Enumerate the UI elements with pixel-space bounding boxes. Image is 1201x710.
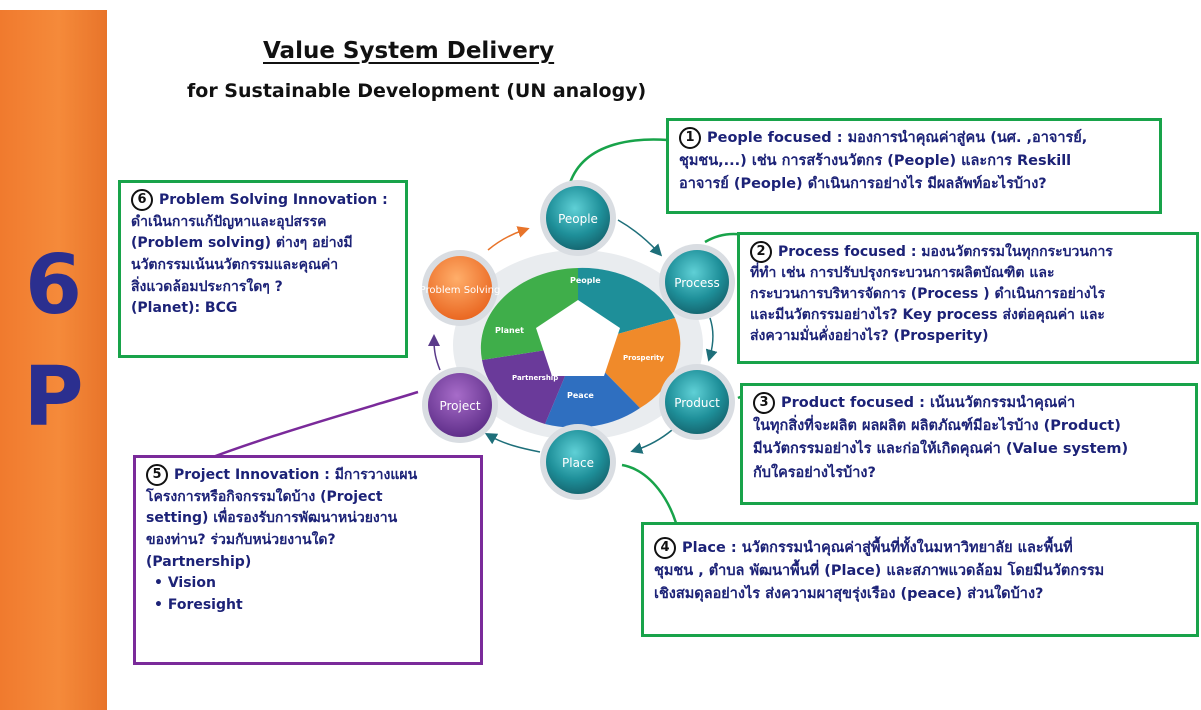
number-badge: 2 <box>750 241 772 263</box>
connector-people <box>568 138 669 184</box>
sidebar-band: 6 P <box>0 10 107 710</box>
cycle-arrow <box>487 226 530 251</box>
node-people: People <box>540 180 616 256</box>
box-line: กระบวนการบริหารจัดการ (Process ) ดำเนินก… <box>750 286 1106 302</box>
box-line: ดำเนินการแก้ปัญหาและอุปสรรค <box>131 213 327 230</box>
box-line: ของท่าน? ร่วมกับหน่วยงานใด? <box>146 532 336 549</box>
box-line: setting) เพื่อรองรับการพัฒนาหน่วยงาน <box>146 510 398 527</box>
box-line: โครงการหรือกิจกรรมใดบ้าง (Project <box>146 488 383 505</box>
box-line: Process focused : มองนวัตกรรมในทุกกระบวน… <box>778 244 1113 260</box>
number-badge: 5 <box>146 464 168 486</box>
center-label-peace: Peace <box>567 391 594 400</box>
box-line: นวัตกรรมเน้นนวัตกรรมและคุณค่า <box>131 257 339 274</box>
number-badge: 4 <box>654 537 676 559</box>
box-process: 2 Process focused : มองนวัตกรรมในทุกกระบว… <box>737 232 1199 364</box>
box-line: ส่งความมั่นคั่งอย่างไร? (Prosperity) <box>750 328 989 344</box>
cycle-arrow <box>630 429 673 454</box>
box-line: ชุมชน,...) เช่น การสร้างนวัตกร (People) … <box>679 153 1072 170</box>
svg-text:Place: Place <box>562 456 594 470</box>
page-subtitle: for Sustainable Development (UN analogy) <box>187 80 647 102</box>
number-badge: 6 <box>131 189 153 211</box>
box-line: Project Innovation : มีการวางแผน <box>174 467 418 483</box>
svg-text:Process: Process <box>674 276 720 290</box>
sidebar-number: 6 <box>24 238 83 333</box>
number-badge: 1 <box>679 127 701 149</box>
cycle-arrow <box>617 219 663 257</box>
number-badge: 3 <box>753 392 775 414</box>
svg-text:Project: Project <box>439 399 480 413</box>
center-label-people: People <box>570 276 601 285</box>
node-product: Product <box>659 364 735 440</box>
svg-text:Product: Product <box>674 396 720 410</box>
center-label-prosperity: Prosperity <box>623 354 665 362</box>
box-line: ที่ทำ เช่น การปรับปรุงกระบวนการผลิตบัณฑิ… <box>750 265 1055 281</box>
svg-text:People: People <box>558 212 598 226</box>
box-line: Place : นวัตกรรมนำคุณค่าสู่พื้นที่ทั้งใน… <box>682 540 1073 556</box>
node-place: Place <box>540 424 616 500</box>
center-wheel <box>480 267 681 428</box>
cycle-arrow <box>705 317 718 362</box>
cycle-arrow <box>428 334 441 371</box>
box-line: (Partnership) <box>146 553 252 570</box>
box-line: Problem Solving Innovation : <box>159 192 388 208</box>
node-project: Project <box>422 367 498 443</box>
box-line: People focused : มองการนำคุณค่าสู่คน (นศ… <box>707 130 1088 146</box>
cycle-arrow <box>484 433 541 453</box>
box-people: 1 People focused : มองการนำคุณค่าสู่คน (น… <box>666 118 1162 214</box>
box-line: กับใครอย่างไรบ้าง? <box>753 464 876 481</box>
center-label-planet: Planet <box>495 326 524 335</box>
svg-text:Problem Solving: Problem Solving <box>420 285 501 296</box>
box-line: (Planet): BCG <box>131 300 238 317</box>
box-line: ชุมชน , ตำบล พัฒนาพื้นที่ (Place) และสภา… <box>654 563 1105 580</box>
box-line: (Problem solving) ต่างๆ อย่างมี <box>131 235 353 252</box>
box-line: อาจารย์ (People) ดำเนินการอย่างไร มีผลลั… <box>679 176 1047 193</box>
node-problem-solving: Problem Solving <box>420 250 501 326</box>
box-project: 5 Project Innovation : มีการวางแผน โครงกา… <box>133 455 483 665</box>
node-process: Process <box>659 244 735 320</box>
box-line: ในทุกสิ่งที่จะผลิต ผลผลิต ผลิตภัณฑ์มีอะไ… <box>753 418 1121 435</box>
box-line: เชิงสมดุลอย่างไร ส่งความผาสุขรุ่งเรือง (… <box>654 586 1044 603</box>
box-problem-solving: 6 Problem Solving Innovation : ดำเนินการแ… <box>118 180 408 358</box>
box-place: 4 Place : นวัตกรรมนำคุณค่าสู่พื้นที่ทั้งใ… <box>641 522 1199 637</box>
center-label-partnership: Partnership <box>512 374 558 382</box>
page-title: Value System Delivery <box>263 38 555 64</box>
box-line: Product focused : เน้นนวัตกรรมนำคุณค่า <box>781 395 1076 411</box>
bullet-item: • Foresight <box>154 597 243 614</box>
bullet-item: • Vision <box>154 575 216 592</box>
box-line: มีนวัตกรรมอย่างไร และก่อให้เกิดคุณค่า (V… <box>753 441 1129 458</box>
sidebar-letter: P <box>23 350 84 445</box>
box-line: และมีนวัตกรรมอย่างไร? Key process ส่งต่อ… <box>750 307 1105 323</box>
box-line: สิ่งแวดล้อมประการใดๆ ? <box>131 278 283 295</box>
